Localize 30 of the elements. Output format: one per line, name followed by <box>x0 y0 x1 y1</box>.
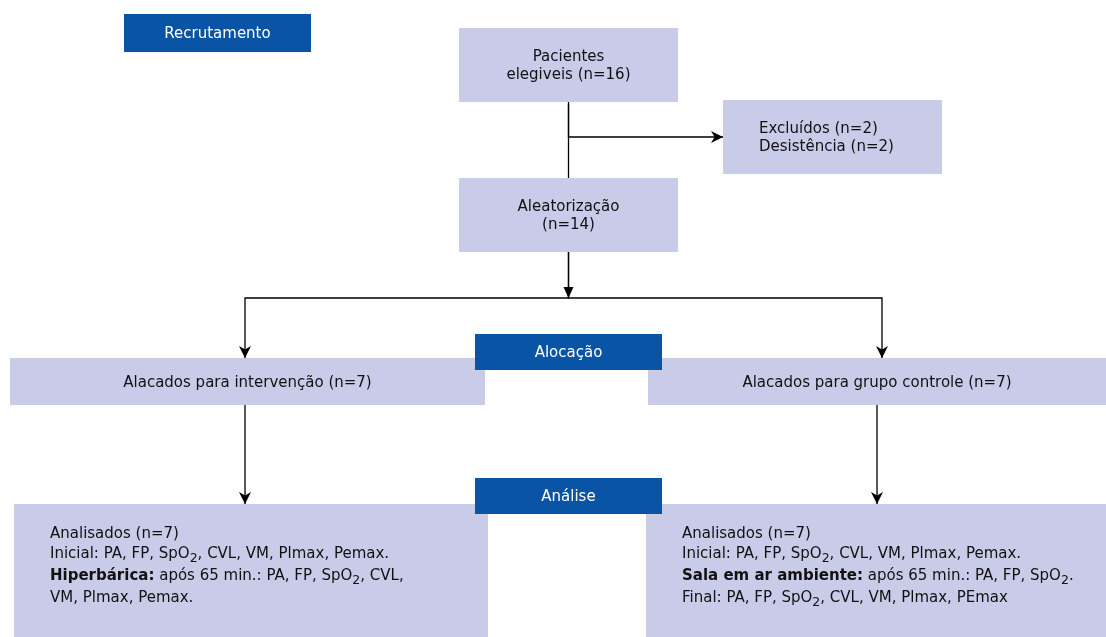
box-text: Hiperbárica: após 65 min.: PA, FP, SpO$_{2}$, CVL, VM, Plmax, Pemax. <box>50 565 405 608</box>
stage-label-box <box>475 334 662 370</box>
stage-label-box <box>124 14 311 52</box>
box-text: Alacados para intervenção (n=7) <box>123 372 372 391</box>
box-text: Inicial: PA, FP, SpO$_{2}$, CVL, VM, Plmax, Pemax. <box>50 543 391 566</box>
box-text: Desistência (n=2) <box>759 137 894 155</box>
box-text: Analisados (n=7) <box>682 524 812 544</box>
process-box <box>459 178 678 252</box>
box-text: Analisados (n=7) <box>50 524 180 544</box>
box-text: Pacientes elegiveis (n=16) <box>505 47 632 83</box>
process-box <box>10 358 485 405</box>
box-text: Análise <box>541 487 596 505</box>
box-text: Recrutamento <box>164 24 271 42</box>
stage-label-box <box>475 478 662 514</box>
box-text: Final: PA, FP, SpO$_{2}$, CVL, VM, Plmax, PEmax <box>682 588 1009 611</box>
process-box <box>648 358 1106 405</box>
box-text: Alacados para grupo controle (n=7) <box>742 372 1012 391</box>
process-box <box>646 504 1106 637</box>
box-text: Sala em ar ambiente: após 65 min.: PA, FP, SpO$_{2}$. <box>682 565 1075 588</box>
connector-arrow <box>871 404 883 505</box>
connector-arrow <box>567 103 724 143</box>
process-box <box>14 504 488 637</box>
box-text: Alocação <box>534 343 603 361</box>
process-box <box>723 100 942 174</box>
box-text: Inicial: PA, FP, SpO$_{2}$, CVL, VM, Plmax, Pemax. <box>682 543 1023 566</box>
connector-arrow <box>567 251 888 359</box>
box-text: Excluídos (n=2) <box>759 119 878 137</box>
process-box <box>459 28 678 102</box>
connector-arrow <box>239 404 251 505</box>
box-text: Aleatorização (n=14) <box>516 197 621 233</box>
